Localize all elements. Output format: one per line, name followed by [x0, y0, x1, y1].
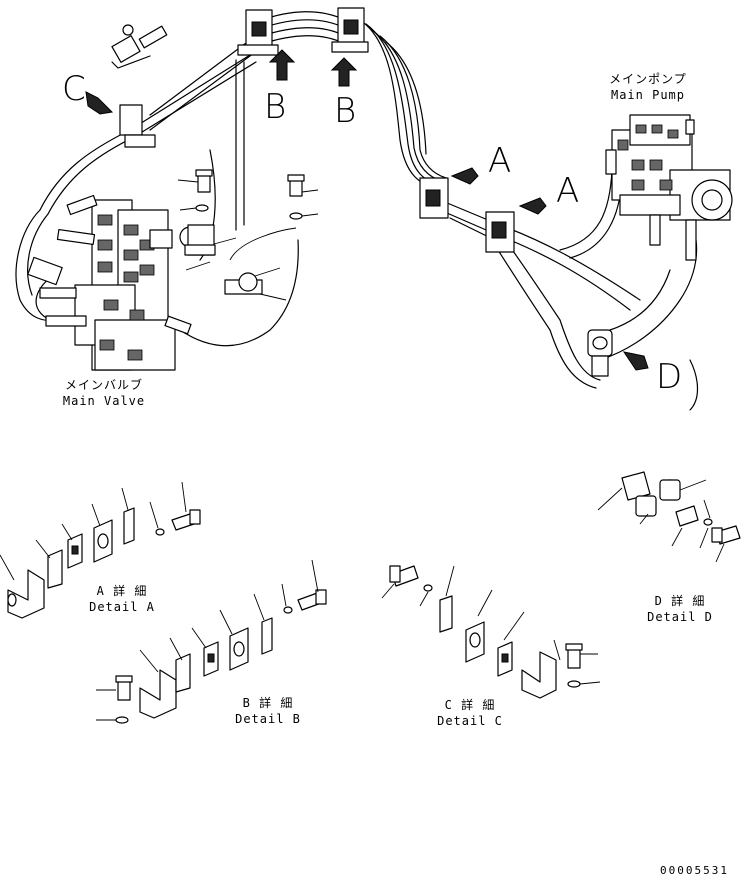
view-letter-b-1: B	[264, 87, 287, 127]
drawing-code: 00005531	[660, 864, 729, 877]
bundle-clamps	[111, 7, 613, 377]
view-letter-d: D	[656, 357, 683, 397]
main-valve-label-en: Main Valve	[62, 394, 146, 408]
view-letter-a-2: A	[556, 171, 580, 211]
detail-a-parts	[0, 481, 201, 619]
main-pump-label-en: Main Pump	[610, 88, 686, 102]
view-arrows	[85, 49, 649, 371]
detail-a-label-en: Detail A	[89, 600, 155, 614]
detail-a-label-jp: A 詳 細	[96, 584, 148, 598]
main-pump	[605, 114, 733, 261]
detail-c-label-jp: C 詳 細	[444, 698, 496, 712]
view-letter-c: C	[62, 69, 86, 109]
detail-d-label-jp: D 詳 細	[654, 594, 706, 608]
main-valve	[27, 194, 192, 371]
detail-d-parts	[597, 471, 741, 563]
detail-d-label-en: Detail D	[647, 610, 713, 624]
main-pump-label-jp: メインポンプ	[609, 72, 687, 86]
detail-c-parts	[381, 565, 601, 699]
detail-b-label-en: Detail B	[235, 712, 301, 726]
detail-b-label-jp: B 詳 細	[242, 696, 294, 710]
view-letter-b-2: B	[334, 91, 357, 131]
detail-b-parts	[96, 559, 327, 724]
detail-c-label-en: Detail C	[437, 714, 503, 728]
valve-clamp-parts	[177, 169, 319, 301]
main-valve-label-jp: メインバルブ	[64, 378, 143, 392]
view-letter-a-1: A	[488, 141, 512, 181]
